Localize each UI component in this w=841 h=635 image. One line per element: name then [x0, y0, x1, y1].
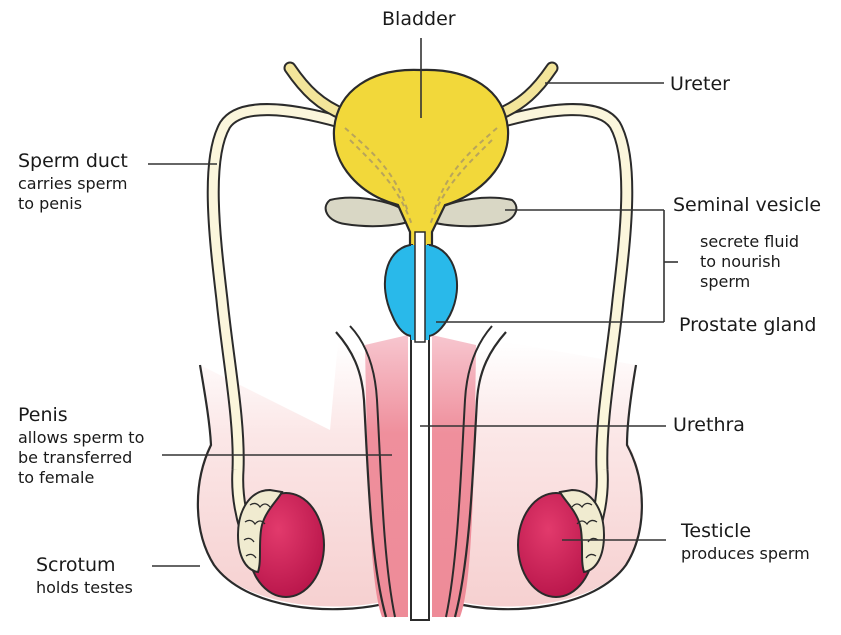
label-testicle-title: Testicle: [681, 520, 810, 544]
label-penis-line3: be transferred: [18, 448, 144, 468]
label-penis-title: Penis: [18, 404, 144, 428]
label-secretion-line1: secrete fluid: [700, 232, 799, 252]
label-sperm-duct: Sperm duct carries sperm to penis: [18, 150, 128, 214]
urethra-through-prostate: [415, 232, 425, 342]
label-testicle-line2: produces sperm: [681, 544, 810, 564]
label-scrotum-title: Scrotum: [36, 554, 133, 578]
label-penis-line4: to female: [18, 468, 144, 488]
label-scrotum: Scrotum holds testes: [36, 554, 133, 598]
label-secretion: secrete fluid to nourish sperm: [700, 232, 799, 292]
label-penis: Penis allows sperm to be transferred to …: [18, 404, 144, 488]
label-urethra: Urethra: [673, 414, 745, 438]
label-testicle: Testicle produces sperm: [681, 520, 810, 564]
label-ureter: Ureter: [670, 73, 730, 97]
label-scrotum-line2: holds testes: [36, 578, 133, 598]
label-bladder: Bladder: [382, 8, 456, 32]
label-prostate-gland: Prostate gland: [679, 314, 816, 338]
label-penis-line2: allows sperm to: [18, 428, 144, 448]
label-secretion-line3: sperm: [700, 272, 799, 292]
label-seminal-vesicle: Seminal vesicle: [673, 194, 821, 218]
label-sperm-duct-line2: carries sperm: [18, 174, 128, 194]
label-secretion-line2: to nourish: [700, 252, 799, 272]
label-sperm-duct-line3: to penis: [18, 194, 128, 214]
label-sperm-duct-title: Sperm duct: [18, 150, 128, 174]
